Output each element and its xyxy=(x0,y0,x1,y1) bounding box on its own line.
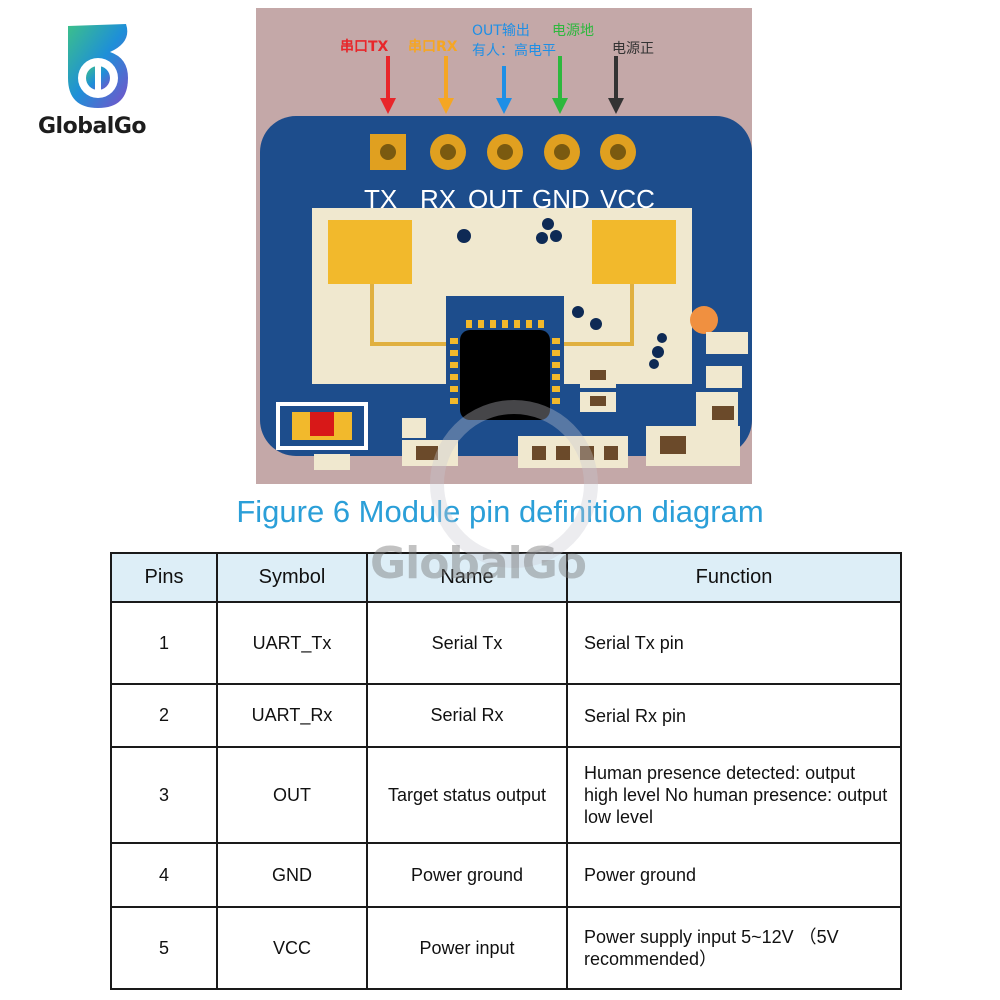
annotation-out-high: 有人：高电平 xyxy=(472,43,556,59)
pin-definition-table: Pins Symbol Name Function 1 UART_Tx Seri… xyxy=(110,552,902,990)
pin-label-out: OUT xyxy=(468,184,523,214)
cell-symbol: GND xyxy=(216,842,368,908)
cell-function: Power ground xyxy=(566,842,902,908)
table-row: 2 UART_Rx Serial Rx Serial Rx pin xyxy=(110,683,902,748)
cell-name: Serial Tx xyxy=(366,601,568,685)
brand-logo: GlobalGo xyxy=(22,18,162,148)
table-row: 4 GND Power ground Power ground xyxy=(110,842,902,908)
cell-pin: 1 xyxy=(110,601,218,685)
header-function: Function xyxy=(566,552,902,603)
globalgo-logo-icon xyxy=(68,24,128,108)
table-row: 1 UART_Tx Serial Tx Serial Tx pin xyxy=(110,601,902,685)
pin-label-gnd: GND xyxy=(532,184,590,214)
annotation-gnd: 电源地 xyxy=(552,23,594,39)
cell-pin: 5 xyxy=(110,906,218,990)
cell-function: Serial Tx pin xyxy=(566,601,902,685)
cell-function: Power supply input 5~12V （5V recommended… xyxy=(566,906,902,990)
cell-name: Serial Rx xyxy=(366,683,568,748)
annotation-vcc: 电源正 xyxy=(612,41,654,57)
pin-label-rx: RX xyxy=(420,184,457,214)
table-row: 3 OUT Target status output Human presenc… xyxy=(110,746,902,844)
cell-name: Power input xyxy=(366,906,568,990)
cell-pin: 2 xyxy=(110,683,218,748)
annotation-serial-tx: 串口TX xyxy=(340,39,389,55)
cell-pin: 4 xyxy=(110,842,218,908)
header-pins: Pins xyxy=(110,552,218,603)
annotation-out: OUT输出 xyxy=(472,23,530,39)
cell-symbol: UART_Rx xyxy=(216,683,368,748)
module-board-photo: 串口TX 串口RX OUT输出 有人：高电平 电源地 电源正 TX RX OUT… xyxy=(256,8,752,484)
cell-name: Power ground xyxy=(366,842,568,908)
cell-symbol: UART_Tx xyxy=(216,601,368,685)
cell-pin: 3 xyxy=(110,746,218,844)
table-header-row: Pins Symbol Name Function xyxy=(110,552,902,603)
brand-name: GlobalGo xyxy=(37,114,147,139)
pin-label-vcc: VCC xyxy=(600,184,655,214)
figure-caption: Figure 6 Module pin definition diagram xyxy=(236,494,764,529)
cell-function: Serial Rx pin xyxy=(566,683,902,748)
table-row: 5 VCC Power input Power supply input 5~1… xyxy=(110,906,902,990)
cell-function: Human presence detected: output high lev… xyxy=(566,746,902,844)
pcb-illustration xyxy=(260,56,752,470)
cell-symbol: VCC xyxy=(216,906,368,990)
header-name: Name xyxy=(366,552,568,603)
annotation-serial-rx: 串口RX xyxy=(408,39,458,55)
cell-symbol: OUT xyxy=(216,746,368,844)
pin-label-tx: TX xyxy=(364,184,398,214)
header-symbol: Symbol xyxy=(216,552,368,603)
cell-name: Target status output xyxy=(366,746,568,844)
